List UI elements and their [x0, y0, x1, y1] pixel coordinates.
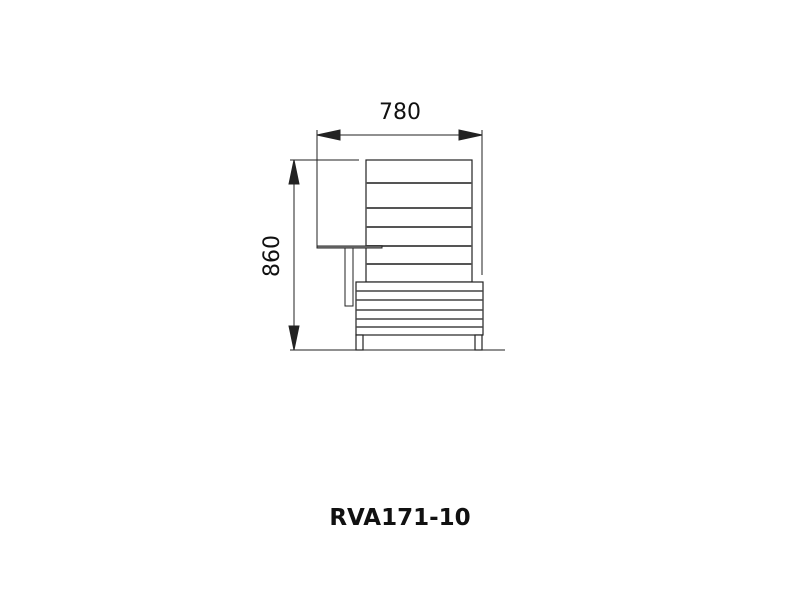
arrow-right-icon — [458, 129, 483, 141]
dimension-height — [288, 159, 505, 351]
model-code: RVA171-10 — [329, 505, 471, 531]
height-label: 860 — [260, 235, 285, 277]
backrest — [365, 159, 473, 283]
foot-left — [355, 334, 364, 351]
arrow-left-icon — [316, 129, 341, 141]
arrow-up-icon — [288, 159, 300, 185]
seat-base — [355, 281, 484, 351]
width-label: 780 — [379, 100, 421, 125]
foot-right — [474, 334, 483, 351]
arrow-down-icon — [288, 325, 300, 351]
side-table — [316, 245, 383, 307]
dimension-width — [316, 129, 483, 275]
